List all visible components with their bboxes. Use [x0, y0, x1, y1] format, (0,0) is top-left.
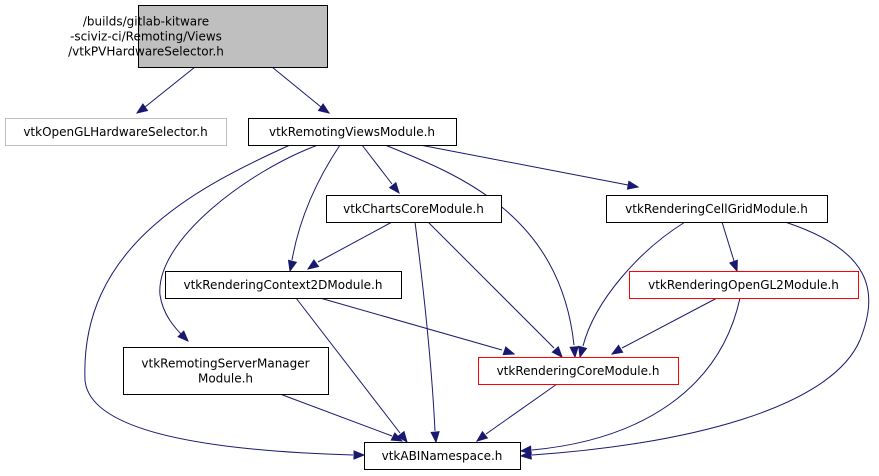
arrowhead-icon [502, 346, 516, 356]
edge-line [295, 297, 401, 434]
edge-opengl2-to-abi [519, 297, 741, 455]
node-rendering-core[interactable]: vtkRenderingCoreModule.h [478, 357, 679, 385]
node-box [629, 271, 859, 299]
node-label-line: /builds/gitlab-kitware [83, 15, 209, 29]
node-box [364, 442, 521, 470]
edge-line [414, 221, 436, 432]
edge-line [271, 66, 322, 108]
edge-remoting_views-to-server_manager [159, 144, 319, 342]
node-box [326, 195, 502, 223]
edge-line [319, 297, 503, 351]
edge-line [361, 144, 393, 185]
arrowhead-icon [578, 345, 588, 359]
arrowhead-icon [287, 259, 298, 273]
node-abi[interactable]: vtkABINamespace.h [364, 442, 521, 470]
edge-line [317, 221, 393, 263]
edge-remoting_views-to-cell_grid [419, 144, 640, 190]
node-box [478, 357, 679, 385]
arrowhead-icon [353, 450, 366, 460]
edge-charts_core-to-rendering_core [427, 221, 563, 359]
edge-charts_core-to-abi [414, 221, 440, 444]
arrowhead-icon [728, 259, 738, 273]
node-label-line: vtkChartsCoreModule.h [343, 202, 484, 216]
node-label-line: vtkRenderingContext2DModule.h [184, 278, 383, 292]
arrowhead-icon [551, 346, 563, 359]
node-opengl-hw[interactable]: vtkOpenGLHardwareSelector.h [5, 118, 227, 146]
nodes-layer: /builds/gitlab-kitware-sciviz-ci/Remotin… [5, 5, 859, 470]
edge-line [291, 144, 341, 261]
arrowhead-icon [177, 330, 189, 342]
arrowhead-icon [317, 103, 331, 114]
node-label-line: /vtkPVHardwareSelector.h [68, 45, 224, 59]
node-box [165, 271, 402, 299]
edge-line [582, 221, 686, 347]
node-cell-grid[interactable]: vtkRenderingCellGridModule.h [606, 195, 828, 223]
edge-remoting_views-to-charts_core [361, 144, 400, 195]
edge-line [279, 393, 393, 437]
arrowhead-icon [569, 346, 579, 359]
edge-server_manager-to-abi [279, 393, 404, 442]
edge-line [485, 383, 558, 435]
arrowhead-icon [135, 103, 149, 114]
node-label-line: vtkOpenGLHardwareSelector.h [23, 125, 207, 139]
arrowhead-icon [388, 181, 400, 195]
node-box [138, 5, 328, 68]
node-label-line: Module.h [198, 372, 253, 386]
edges-layer [84, 66, 870, 460]
edge-cell_grid-to-rendering_core [578, 221, 686, 359]
edge-line [144, 66, 196, 108]
node-box [606, 195, 828, 223]
node-label-line: vtkRemotingViewsModule.h [269, 125, 435, 139]
edge-line [721, 221, 735, 262]
edge-context2d-to-abi [295, 297, 408, 444]
node-root: /builds/gitlab-kitware-sciviz-ci/Remotin… [68, 5, 328, 68]
arrowhead-icon [519, 445, 532, 455]
node-label-line: vtkRenderingCellGridModule.h [625, 202, 808, 216]
node-label-line: vtkABINamespace.h [382, 449, 503, 463]
edge-remoting_views-to-abi [84, 144, 366, 460]
edge-line [531, 221, 870, 456]
node-context2d[interactable]: vtkRenderingContext2DModule.h [165, 271, 402, 299]
node-charts-core[interactable]: vtkChartsCoreModule.h [326, 195, 502, 223]
arrowhead-icon [430, 431, 440, 444]
node-label-line: vtkRemotingServerManager [141, 357, 309, 371]
arrowhead-icon [626, 180, 640, 190]
node-opengl2[interactable]: vtkRenderingOpenGL2Module.h [629, 271, 859, 299]
edge-root-to-remoting_views [271, 66, 331, 114]
arrowhead-icon [475, 430, 489, 442]
node-label-line: vtkRenderingCoreModule.h [497, 364, 660, 378]
arrowhead-icon [610, 344, 624, 355]
edge-root-to-opengl_hw [135, 66, 196, 114]
edge-line [384, 144, 575, 346]
edge-opengl2-to-rendering_core [610, 297, 718, 355]
edge-rendering_core-to-abi [475, 383, 558, 442]
node-box [123, 347, 329, 395]
arrowhead-icon [390, 432, 404, 442]
edge-line [531, 297, 741, 451]
edge-cell_grid-to-opengl2 [721, 221, 738, 273]
edge-context2d-to-rendering_core [319, 297, 516, 356]
edge-line [159, 144, 319, 337]
edge-remoting_views-to-rendering_core [384, 144, 579, 359]
node-box [5, 118, 227, 146]
node-box [248, 118, 457, 146]
edge-line [84, 144, 354, 456]
node-label-line: vtkRenderingOpenGL2Module.h [648, 278, 839, 292]
node-remoting-views[interactable]: vtkRemotingViewsModule.h [248, 118, 457, 146]
edge-line [621, 297, 718, 349]
arrowhead-icon [396, 430, 408, 444]
edge-remoting_views-to-context2d [287, 144, 341, 273]
edge-line [419, 144, 629, 186]
edge-charts_core-to-context2d [306, 221, 393, 270]
node-label-line: -sciviz-ci/Remoting/Views [70, 30, 222, 44]
edge-line [427, 221, 555, 349]
arrowhead-icon [306, 259, 320, 270]
